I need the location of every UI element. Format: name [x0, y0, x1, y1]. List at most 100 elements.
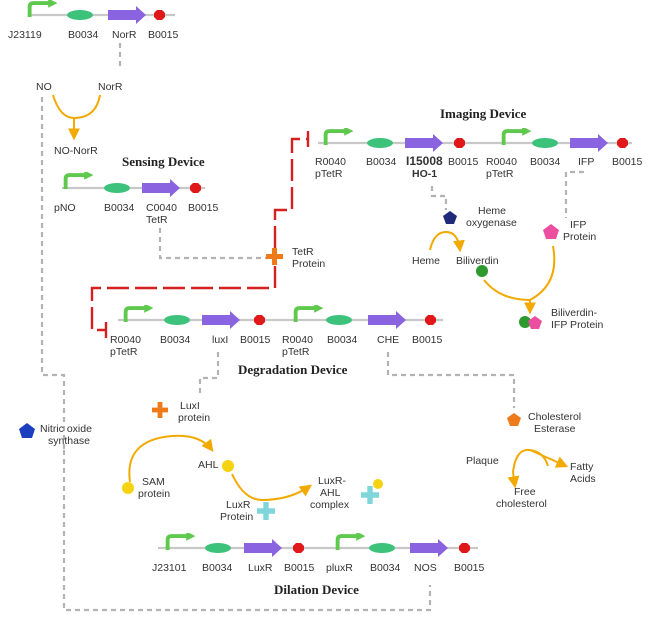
rbs-icon — [205, 543, 231, 553]
part-label: J23101 — [152, 562, 187, 574]
part-label: B0015 — [454, 562, 485, 574]
part-label: J23119 — [8, 29, 42, 41]
part-label: B0015 — [612, 156, 643, 168]
terminator-icon — [293, 543, 304, 553]
terminator-icon — [154, 10, 165, 20]
cds-icon — [108, 6, 146, 24]
terminator-icon — [425, 315, 436, 325]
cds-icon — [570, 134, 608, 152]
terminator-icon — [254, 315, 265, 325]
dilation-device-title: Dilation Device — [274, 582, 359, 597]
rbs-icon — [369, 543, 395, 553]
rbs-icon — [532, 138, 558, 148]
ahl-label: AHL — [198, 459, 219, 471]
part-label: B0015 — [448, 156, 479, 168]
imaging-device-title: Imaging Device — [440, 106, 527, 121]
degradation-device-title: Degradation Device — [238, 362, 348, 377]
biliverdin-label: Biliverdin — [456, 255, 499, 267]
terminator-icon — [617, 138, 628, 148]
cds-icon — [410, 539, 448, 557]
part-label: NOS — [414, 562, 437, 574]
part-label: B0034 — [68, 29, 99, 41]
part-label: B0034 — [366, 156, 397, 168]
luxr-protein-icon — [257, 502, 275, 520]
part-label: B0015 — [240, 334, 271, 346]
cholesterol-esterase-icon — [507, 413, 521, 426]
link-line — [430, 186, 448, 210]
sam-icon — [122, 482, 134, 494]
heme-label: Heme — [412, 255, 440, 267]
part-label: B0034 — [327, 334, 358, 346]
part-label: B0015 — [412, 334, 443, 346]
no-label: NO — [36, 81, 52, 93]
reaction-arrow — [231, 473, 312, 502]
luxi-protein-icon — [152, 402, 168, 418]
link-line — [198, 352, 220, 395]
no-norr-label: NO-NorR — [54, 145, 98, 157]
link-line — [158, 228, 268, 260]
part-label: B0015 — [148, 29, 179, 41]
reaction-arrow — [507, 471, 520, 489]
terminator-icon — [454, 138, 465, 148]
top-device: J23119 B0034 NorR B0015 — [8, 0, 179, 41]
reaction-arrow — [483, 279, 531, 301]
link-line — [386, 352, 516, 408]
inhibition-line — [90, 266, 277, 332]
part-label: B0034 — [370, 562, 401, 574]
cds-icon — [368, 311, 406, 329]
reaction-arrow — [429, 230, 465, 253]
biliverdin-icon — [476, 265, 488, 277]
biliverdin-ifp-label: Biliverdin-IFP Protein — [551, 307, 603, 331]
cds-icon — [405, 134, 443, 152]
part-label: CHE — [377, 334, 399, 346]
inhibition-line — [273, 137, 308, 248]
terminator-icon — [190, 183, 201, 193]
cds-icon — [202, 311, 240, 329]
rbs-icon — [104, 183, 130, 193]
part-label: pluxR — [326, 562, 353, 574]
part-label: IFP — [578, 156, 594, 168]
cds-icon — [244, 539, 282, 557]
heme-oxygenase-icon — [443, 211, 457, 224]
part-label: B0034 — [160, 334, 191, 346]
nitric-oxide-synthase-icon — [19, 423, 35, 438]
part-label: B0034 — [104, 202, 135, 214]
part-label: LuxR — [248, 562, 273, 574]
rbs-icon — [67, 10, 93, 20]
part-label: B0015 — [284, 562, 315, 574]
plaque-label: Plaque — [466, 455, 499, 467]
terminator-icon — [459, 543, 470, 553]
complex-biliverdin-icon — [519, 316, 531, 328]
norr-reaction: NO NorR NO-NorR — [36, 81, 123, 157]
reaction-arrow — [128, 434, 214, 483]
ahl-icon — [222, 460, 234, 472]
link-line — [40, 97, 66, 450]
part-label: B0034 — [530, 156, 561, 168]
part-label: NorR — [112, 29, 137, 41]
rbs-icon — [326, 315, 352, 325]
reaction-arrow — [512, 448, 549, 473]
reaction-arrow — [524, 245, 556, 315]
part-label: pNO — [54, 202, 76, 214]
link-line — [564, 170, 584, 218]
